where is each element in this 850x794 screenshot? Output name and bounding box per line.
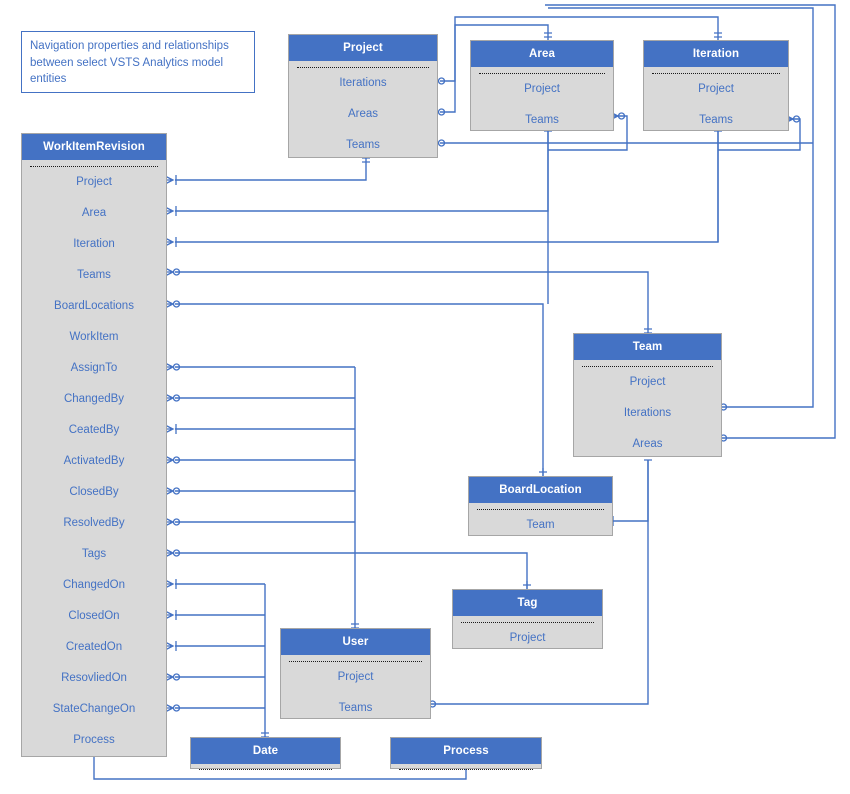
entity-tag[interactable]: Tag Project <box>452 589 603 649</box>
property-area[interactable]: Area <box>81 207 107 219</box>
property-statechangeon[interactable]: StateChangeOn <box>52 703 136 715</box>
diagram-note-text: Navigation properties and relationships … <box>30 40 229 85</box>
property-project[interactable]: Project <box>629 376 666 388</box>
property-changedby[interactable]: ChangedBy <box>63 393 125 405</box>
entity-separator <box>30 166 158 167</box>
entity-boardlocation[interactable]: BoardLocation Team <box>468 476 613 536</box>
property-ceatedby[interactable]: CeatedBy <box>68 424 120 436</box>
entity-title-iteration: Iteration <box>644 41 788 67</box>
entity-area[interactable]: Area Project Teams <box>470 40 614 131</box>
entity-title-tag: Tag <box>453 590 602 616</box>
property-workitem[interactable]: WorkItem <box>69 331 119 343</box>
entity-separator <box>582 366 713 367</box>
property-teams[interactable]: Teams <box>525 114 559 126</box>
property-closedby[interactable]: ClosedBy <box>69 486 119 498</box>
entity-project[interactable]: Project Iterations Areas Teams <box>288 34 438 158</box>
property-iterations[interactable]: Iterations <box>623 407 672 419</box>
property-process[interactable]: Process <box>73 734 115 746</box>
entity-separator <box>297 67 429 68</box>
diagram-note: Navigation properties and relationships … <box>21 31 255 93</box>
property-iteration[interactable]: Iteration <box>73 238 115 250</box>
entity-separator <box>289 661 422 662</box>
property-activatedby[interactable]: ActivatedBy <box>63 455 125 467</box>
property-createdon[interactable]: CreatedOn <box>65 641 123 653</box>
property-project[interactable]: Project <box>698 83 734 95</box>
property-assignto[interactable]: AssignTo <box>70 362 118 374</box>
property-changedon[interactable]: ChangedOn <box>62 579 126 591</box>
property-resovliedon[interactable]: ResovliedOn <box>61 672 127 684</box>
entity-team[interactable]: Team Project Iterations Areas <box>573 333 722 457</box>
entity-title-area: Area <box>471 41 613 67</box>
property-project[interactable]: Project <box>76 176 112 188</box>
property-teams[interactable]: Teams <box>699 114 733 126</box>
entity-separator <box>477 509 604 510</box>
entity-separator <box>399 769 533 770</box>
property-teams[interactable]: Teams <box>338 702 373 714</box>
entity-title-date: Date <box>191 738 340 764</box>
property-areas[interactable]: Areas <box>632 438 663 450</box>
entity-user[interactable]: User Project Teams <box>280 628 431 719</box>
entity-title-team: Team <box>574 334 721 360</box>
property-resolvedby[interactable]: ResolvedBy <box>63 517 125 529</box>
property-closedon[interactable]: ClosedOn <box>68 610 120 622</box>
entity-workitemrevision[interactable]: WorkItemRevision Project Area Iteration … <box>21 133 167 757</box>
property-teams[interactable]: Teams <box>77 269 111 281</box>
entity-title-workitemrevision: WorkItemRevision <box>22 134 166 160</box>
entity-title-user: User <box>281 629 430 655</box>
entity-separator <box>199 769 332 770</box>
entity-separator <box>461 622 594 623</box>
entity-process[interactable]: Process <box>390 737 542 770</box>
property-project[interactable]: Project <box>524 83 560 95</box>
entity-separator <box>479 73 605 74</box>
property-areas[interactable]: Areas <box>347 108 379 120</box>
entity-title-project: Project <box>289 35 437 61</box>
property-teams[interactable]: Teams <box>346 139 380 151</box>
property-project[interactable]: Project <box>509 632 546 644</box>
entity-separator <box>652 73 780 74</box>
entity-title-process: Process <box>391 738 541 764</box>
entity-title-boardlocation: BoardLocation <box>469 477 612 503</box>
entity-iteration[interactable]: Iteration Project Teams <box>643 40 789 131</box>
property-project[interactable]: Project <box>337 671 374 683</box>
property-iterations[interactable]: Iterations <box>339 77 387 89</box>
entity-date[interactable]: Date <box>190 737 341 770</box>
property-team[interactable]: Team <box>526 519 555 531</box>
property-tags[interactable]: Tags <box>81 548 107 560</box>
property-boardlocations[interactable]: BoardLocations <box>54 300 134 312</box>
